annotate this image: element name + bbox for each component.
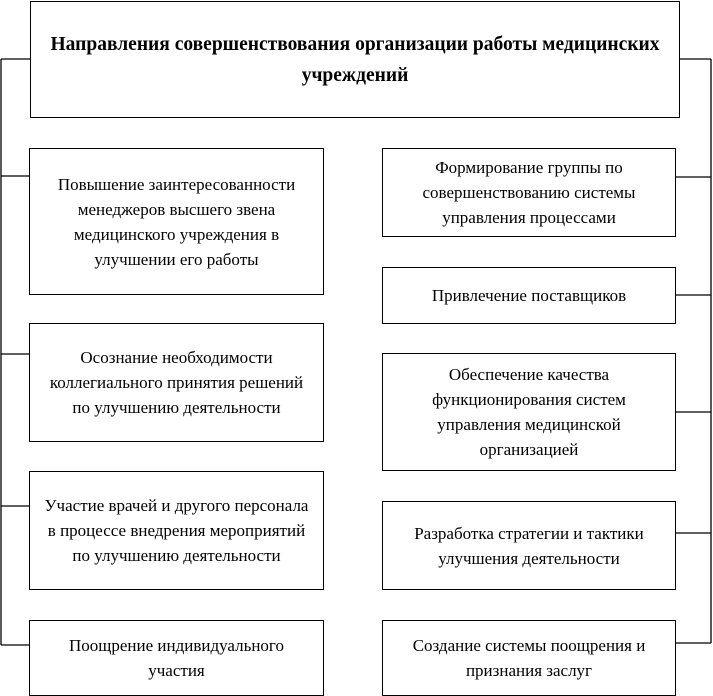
left-item-2: Осознание необходимости коллегиального п… — [29, 323, 324, 442]
left-item-4-label: Поощрение индивидуального участия — [69, 636, 284, 680]
right-item-2-label: Привлечение поставщиков — [431, 286, 627, 305]
right-item-1-label: Формирование группы по совершенствованию… — [422, 158, 636, 227]
right-item-4-label: Разработка стратегии и тактики улучшения… — [414, 523, 644, 568]
diagram-header-box: Направления совершенствования организаци… — [30, 1, 680, 118]
right-item-5: Создание системы поощрения и признания з… — [382, 620, 676, 696]
left-item-2-label: Осознание необходимости коллегиального п… — [49, 348, 304, 417]
left-item-4: Поощрение индивидуального участия — [29, 620, 324, 696]
left-item-1: Повышение заинтересованности менеджеров … — [29, 148, 324, 295]
right-item-3-label: Обеспечение качества функционирования си… — [432, 365, 626, 459]
left-item-3-label: Участие врачей и другого персонала в про… — [44, 496, 309, 565]
left-item-3: Участие врачей и другого персонала в про… — [29, 471, 324, 590]
right-item-2: Привлечение поставщиков — [382, 267, 676, 324]
right-item-1: Формирование группы по совершенствованию… — [382, 148, 676, 237]
right-item-5-label: Создание системы поощрения и признания з… — [412, 636, 646, 680]
left-item-1-label: Повышение заинтересованности менеджеров … — [57, 174, 296, 269]
right-item-4: Разработка стратегии и тактики улучшения… — [382, 501, 676, 590]
diagram-title: Направления совершенствования организаци… — [50, 33, 660, 86]
right-item-3: Обеспечение качества функционирования си… — [382, 353, 676, 471]
